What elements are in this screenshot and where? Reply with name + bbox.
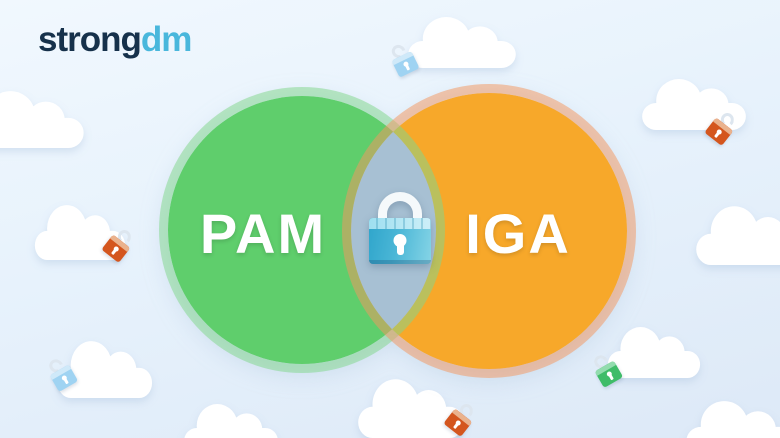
padlock-body (369, 218, 431, 264)
pam-label: PAM (199, 201, 327, 265)
logo-text-dm: dm (140, 20, 192, 59)
iga-circle-rim (342, 84, 636, 378)
padlock-shackle (378, 192, 422, 230)
logo-text-strong: strong (38, 20, 142, 59)
pam-circle-rim (159, 87, 445, 373)
center-padlock-icon (369, 192, 431, 264)
strongdm-logo: strongdm (38, 20, 192, 60)
padlock-band (369, 218, 431, 229)
keyhole-icon (393, 234, 407, 247)
iga-label: IGA (465, 201, 571, 265)
